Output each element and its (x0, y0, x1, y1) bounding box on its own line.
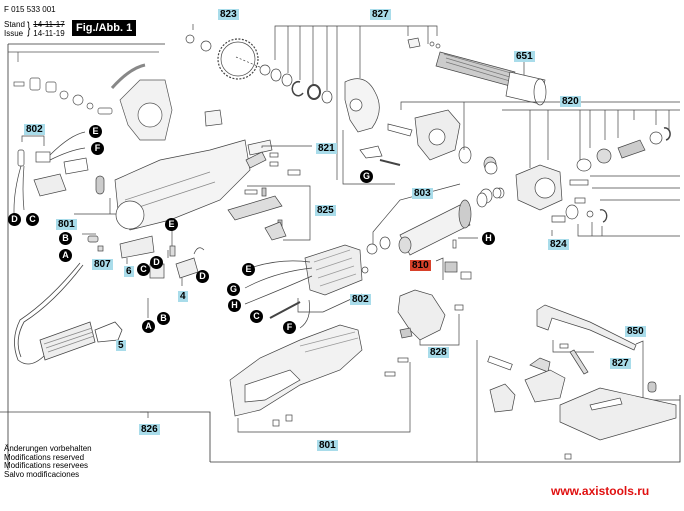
part-label-828: 828 (428, 347, 449, 358)
connector-h-right: H (482, 232, 495, 245)
frame-826 (140, 411, 211, 462)
connector-d-right: D (196, 270, 209, 283)
slide-group-825 (227, 185, 311, 241)
footer-notes: Änderungen vorbehalten Modifications res… (4, 444, 92, 479)
armature-803 (366, 183, 502, 256)
part-label-4: 4 (178, 291, 188, 302)
connector-c-mid: C (137, 263, 150, 276)
part-label-821: 821 (316, 143, 337, 154)
blade-guard (344, 37, 421, 133)
revision-block: Stand Issue } 14-11-17 14-11-19 (4, 20, 65, 38)
motor-housing (114, 109, 273, 231)
connector-a-mid: A (142, 320, 155, 333)
connector-e-stator: E (242, 263, 255, 276)
part-label-823: 823 (218, 9, 239, 20)
part-label-820: 820 (560, 96, 581, 107)
power-cord (14, 262, 123, 365)
connector-c-stator: C (250, 310, 263, 323)
website-link[interactable]: www.axistools.ru (551, 484, 650, 498)
current-revision-date: 14-11-19 (33, 29, 65, 38)
switch-group-821 (245, 145, 312, 176)
part-label-824: 824 (548, 239, 569, 250)
connector-f-left: F (91, 142, 104, 155)
connector-e-left: E (89, 125, 102, 138)
handle-651 (429, 41, 547, 106)
frame-lines (7, 43, 681, 470)
connector-d-left: D (8, 213, 21, 226)
part-label-801-bottom: 801 (317, 440, 338, 451)
connector-f-stator: F (283, 321, 296, 334)
connector-d-mid: D (150, 256, 163, 269)
top-left-parts (8, 51, 173, 141)
part-label-807: 807 (92, 259, 113, 270)
note-fr: Modifications reservees (4, 461, 89, 470)
note-en: Modifications reserved (4, 452, 85, 462)
housing-801-bottom (229, 324, 411, 433)
connector-e-mid: E (165, 218, 178, 231)
connector-c-left: C (26, 213, 39, 226)
brace-symbol: } (26, 20, 31, 37)
part-label-827-top: 827 (370, 9, 391, 20)
base-plate-group (476, 304, 680, 462)
part-label-827-bottom: 827 (610, 358, 631, 369)
part-label-5: 5 (116, 340, 126, 351)
issue-label: Issue (4, 29, 24, 38)
part-label-6: 6 (124, 266, 134, 277)
connector-b-mid: B (157, 312, 170, 325)
end-cover-828 (397, 289, 464, 346)
part-label-810-highlighted: 810 (410, 260, 431, 271)
frame-826-label-lines (0, 411, 149, 418)
gear-housing-mid (342, 101, 680, 185)
bracket-827-top (274, 25, 438, 180)
blade-group (185, 24, 333, 104)
part-label-801-left: 801 (56, 219, 77, 230)
wiring-802 (13, 131, 140, 215)
stator-802 (244, 244, 369, 329)
connector-a-left: A (59, 249, 72, 262)
part-label-802-center: 802 (350, 294, 371, 305)
part-label-651: 651 (514, 51, 535, 62)
stand-label: Stand (4, 20, 25, 29)
connector-g-top: G (360, 170, 373, 183)
connector-h-stator: H (228, 299, 241, 312)
document-number: F 015 533 001 (4, 5, 56, 14)
note-es: Salvo modificaciones (4, 469, 80, 479)
brush-holder-810 (435, 237, 478, 280)
part-label-802-left: 802 (24, 124, 45, 135)
note-de: Änderungen vorbehalten (4, 444, 92, 453)
part-label-850: 850 (625, 326, 646, 337)
old-revision-date: 14-11-17 (33, 20, 65, 29)
connector-g-stator: G (227, 283, 240, 296)
connector-b-left: B (59, 232, 72, 245)
part-label-803: 803 (412, 188, 433, 199)
gearbox-820 (479, 109, 680, 237)
part-label-825: 825 (315, 205, 336, 216)
part-label-826: 826 (139, 424, 160, 435)
figure-label: Fig./Abb. 1 (72, 20, 137, 36)
